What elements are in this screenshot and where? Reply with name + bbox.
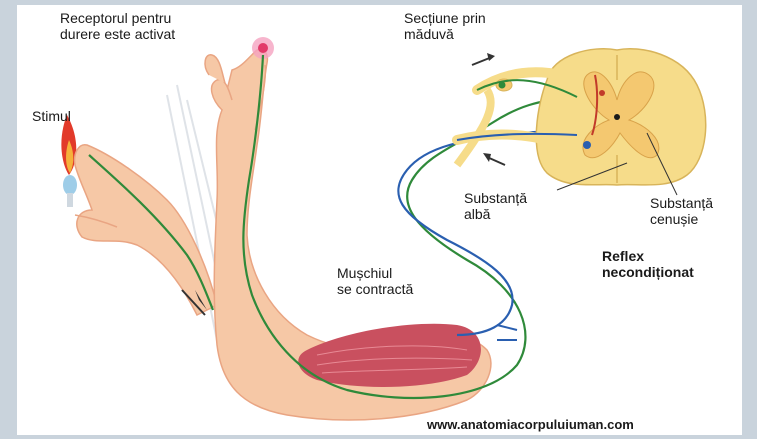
arm — [205, 37, 491, 420]
label-substanta-cenusie: Substanță cenușie — [650, 195, 713, 227]
muscle — [298, 324, 481, 387]
spinal-cord — [536, 49, 705, 185]
label-receptor: Receptorul pentru durere este activat — [60, 10, 175, 42]
label-reflex: Reflex necondiționat — [602, 248, 694, 280]
label-muschiul: Mușchiul se contractă — [337, 265, 413, 297]
diagram-frame: Receptorul pentru durere este activat Se… — [17, 5, 742, 435]
label-stimul: Stimul — [32, 108, 71, 124]
watermark: www.anatomiacorpuluiuman.com — [427, 417, 634, 433]
label-sectiune: Secțiune prin măduvă — [404, 10, 486, 42]
reflex-diagram — [17, 5, 742, 435]
label-substanta-alba: Substanță albă — [464, 190, 527, 222]
